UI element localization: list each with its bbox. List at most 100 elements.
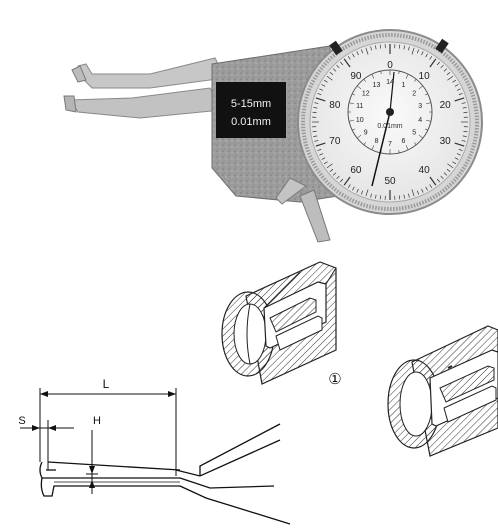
outer-tick: [458, 92, 463, 96]
outer-tick: [411, 189, 415, 197]
dim-H-arrow-bottom: [89, 480, 95, 488]
outer-tick: [365, 189, 369, 197]
outer-tick: [454, 142, 465, 147]
inner-tick: [425, 128, 428, 131]
outer-scale-number: 70: [329, 136, 341, 147]
dial-face: [309, 41, 471, 203]
inner-tick: [348, 102, 354, 105]
outer-tick: [360, 190, 364, 195]
inner-tick: [356, 134, 362, 139]
outer-tick: [463, 130, 468, 133]
outer-tick: [313, 135, 318, 137]
outer-tick: [429, 184, 433, 189]
outer-tick: [323, 79, 328, 83]
inner-tick: [425, 93, 428, 96]
dial-bezel-ridge: [301, 33, 479, 211]
outer-tick: [356, 51, 359, 56]
outer-tick: [375, 194, 377, 199]
inner-tick: [418, 134, 424, 139]
outer-tick: [398, 195, 401, 200]
outer-tick: [452, 161, 457, 165]
outer-scale-number: 10: [419, 71, 431, 82]
inner-scale-number: 13: [373, 82, 381, 89]
resolution-label: 0.01mm: [231, 116, 271, 128]
outer-tick: [408, 46, 410, 51]
outer-tick: [370, 193, 372, 198]
inner-tick: [348, 119, 354, 122]
outer-tick: [360, 49, 364, 54]
outer-tick: [319, 153, 324, 156]
outer-tick: [458, 148, 463, 152]
outer-tick: [356, 188, 359, 193]
outer-tick: [315, 142, 326, 147]
inner-tick: [398, 149, 400, 154]
outer-tick: [315, 97, 326, 102]
dim-S-label: S: [18, 415, 25, 427]
outer-tick: [313, 107, 318, 109]
outer-tick: [312, 130, 317, 133]
dial-unit-label: 0.01mm: [377, 123, 402, 130]
outer-tick: [332, 68, 337, 72]
inner-tick: [414, 78, 417, 82]
outer-tick: [398, 44, 401, 49]
outer-scale-number: 20: [440, 100, 452, 111]
trigger-lever: [275, 177, 331, 243]
inner-tick: [405, 145, 409, 150]
outer-tick: [321, 84, 326, 87]
outer-tick: [461, 140, 466, 142]
inner-scale-number: 8: [375, 138, 379, 145]
outer-tick: [403, 45, 405, 50]
outer-scale-number: 60: [350, 165, 362, 176]
inner-tick: [371, 145, 375, 150]
main-needle: [371, 111, 391, 187]
outer-tick: [456, 153, 461, 156]
outer-tick: [421, 188, 424, 193]
outer-tick: [329, 72, 334, 76]
outer-tick: [446, 72, 451, 76]
inner-tick: [363, 142, 366, 146]
inner-scale-number: 11: [356, 103, 363, 110]
inner-tick: [380, 70, 382, 75]
lower-jaw-arm: [63, 87, 223, 119]
outer-tick: [436, 61, 440, 66]
outer-tick: [443, 68, 448, 72]
outer-tick: [447, 75, 454, 81]
upper-jaw-arm: [71, 57, 226, 89]
outer-tick: [440, 64, 444, 69]
outer-tick: [425, 186, 428, 191]
inner-scale-number: 10: [356, 117, 364, 124]
bore-section-illustration-1: [221, 261, 337, 385]
dim-S-arrow-left: [32, 425, 40, 431]
outer-tick: [425, 53, 428, 58]
outer-tick: [454, 157, 459, 160]
outer-tick: [421, 51, 424, 56]
dim-L-arrow-right: [168, 391, 176, 397]
inner-scale-number: 1: [401, 82, 405, 89]
inner-scale-number: 3: [418, 103, 422, 110]
outer-tick: [347, 55, 351, 60]
outer-tick: [314, 140, 319, 142]
outer-tick: [370, 46, 372, 51]
outer-tick: [323, 161, 328, 165]
dim-S-arrow-right: [48, 425, 56, 431]
outer-tick: [332, 172, 337, 176]
outer-scale-number: 40: [419, 165, 431, 176]
outer-tick: [336, 175, 340, 180]
outer-tick: [463, 111, 468, 114]
inner-tick: [405, 74, 409, 79]
outer-tick: [454, 84, 459, 87]
inner-scale-number: 4: [418, 117, 422, 124]
bore-section-illustration-2: [387, 325, 498, 457]
needle-hub: [386, 108, 394, 116]
outer-tick: [416, 190, 420, 195]
inner-scale-number: 2: [412, 91, 416, 98]
dim-L-label: L: [103, 377, 110, 391]
outer-tick: [340, 178, 344, 183]
outer-tick: [321, 157, 326, 160]
inner-tick: [356, 85, 362, 90]
outer-scale-number: 50: [384, 176, 396, 187]
tolerance-marker-left: [329, 40, 343, 56]
dim-L-arrow-left: [40, 391, 48, 397]
outer-tick: [336, 64, 340, 69]
